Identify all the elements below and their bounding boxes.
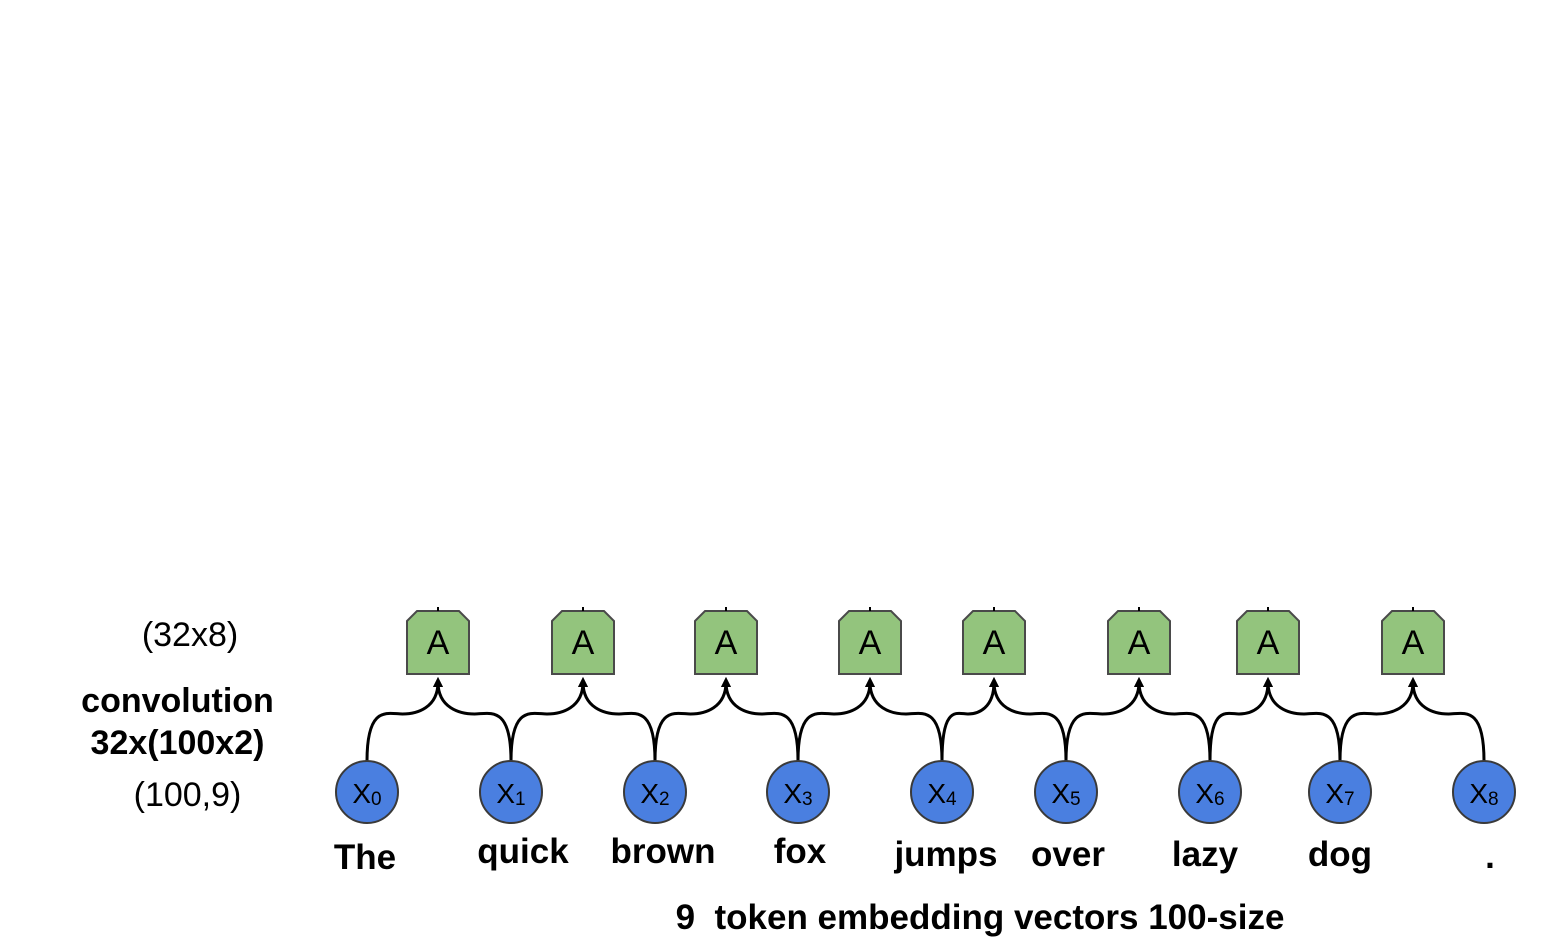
filter-node-5: A — [1107, 607, 1171, 675]
edge-x2-to-filter-2 — [653, 677, 731, 762]
edge-x4-to-filter-4 — [940, 677, 999, 762]
filter-box — [962, 610, 1026, 675]
edge-x7-to-filter-6 — [1263, 677, 1342, 762]
input-node-x1: X1 — [479, 760, 543, 824]
connection-edges — [365, 677, 1486, 762]
edge-x3-to-filter-3 — [796, 677, 875, 762]
edge-x0-to-filter-0 — [365, 677, 443, 762]
token-word-4: jumps — [893, 835, 997, 874]
input-node-circle — [1308, 760, 1372, 824]
input-node-x0: X0 — [335, 760, 399, 824]
token-word-2: brown — [611, 832, 716, 871]
filter-label: A — [983, 624, 1006, 662]
filter-label: A — [859, 624, 882, 662]
edge-x5-to-filter-4 — [989, 677, 1068, 762]
convolution-label: convolution 32x(100x2) — [60, 680, 295, 764]
token-word-0: The — [334, 838, 396, 877]
filter-node-4: A — [962, 607, 1026, 675]
edge-x1-to-filter-0 — [433, 677, 513, 762]
input-node-label: X1 — [496, 778, 525, 810]
filter-node-3: A — [838, 607, 902, 675]
filter-label: A — [1128, 624, 1151, 662]
input-node-label: X4 — [927, 778, 957, 810]
filter-node-7: A — [1381, 607, 1445, 675]
input-node-label: X5 — [1051, 778, 1080, 810]
token-word-7: dog — [1308, 835, 1372, 874]
token-word-8: . — [1485, 837, 1495, 876]
convolution-kernel-size: 32x(100x2) — [90, 724, 265, 762]
filter-box — [551, 610, 615, 675]
edge-x8-to-filter-7 — [1408, 677, 1486, 762]
edge-x3-to-filter-2 — [721, 677, 800, 762]
input-node-circle — [910, 760, 974, 824]
edge-x6-to-filter-5 — [1134, 677, 1212, 762]
input-node-circle — [1178, 760, 1242, 824]
filter-node-0: A — [406, 607, 470, 675]
token-word-5: over — [1031, 835, 1105, 874]
filter-label: A — [572, 624, 595, 662]
output-shape-label: (32x8) — [141, 616, 239, 654]
filter-box — [1107, 610, 1171, 675]
input-node-label: X2 — [640, 778, 669, 810]
edge-x6-to-filter-6 — [1208, 677, 1273, 762]
input-node-x8: X8 — [1452, 760, 1516, 824]
filter-label: A — [715, 624, 738, 662]
filter-box — [406, 610, 470, 675]
input-node-label: X7 — [1325, 778, 1354, 810]
input-node-x3: X3 — [766, 760, 830, 824]
input-node-x7: X7 — [1308, 760, 1372, 824]
token-word-6: lazy — [1172, 835, 1239, 874]
filter-box — [1381, 610, 1445, 675]
input-node-x2: X2 — [623, 760, 687, 824]
edge-x4-to-filter-3 — [865, 677, 944, 762]
input-node-x6: X6 — [1178, 760, 1242, 824]
filter-label: A — [1402, 624, 1425, 662]
filter-box — [1236, 610, 1300, 675]
convolution-title: convolution — [81, 682, 274, 720]
input-node-circle — [766, 760, 830, 824]
edge-x1-to-filter-1 — [509, 677, 588, 762]
filter-label: A — [1257, 624, 1280, 662]
edge-x7-to-filter-7 — [1338, 677, 1418, 762]
input-shape-label: (100,9) — [133, 776, 242, 814]
input-node-circle — [335, 760, 399, 824]
filter-label: A — [427, 624, 450, 662]
input-node-circle — [1452, 760, 1516, 824]
token-word-1: quick — [477, 832, 569, 871]
token-word-row: The quick brown fox jumps over lazy dog. — [334, 832, 1495, 877]
input-node-x4: X4 — [910, 760, 974, 824]
filter-node-6: A — [1236, 607, 1300, 675]
diagram-caption: 9 token embedding vectors 100-size — [675, 898, 1285, 937]
input-node-label: X8 — [1469, 778, 1498, 810]
input-node-circle — [1034, 760, 1098, 824]
input-node-label: X0 — [352, 778, 381, 810]
input-node-x5: X5 — [1034, 760, 1098, 824]
edge-x2-to-filter-1 — [578, 677, 657, 762]
input-node-circle — [479, 760, 543, 824]
input-node-label: X6 — [1195, 778, 1224, 810]
edge-x5-to-filter-5 — [1064, 677, 1144, 762]
input-node-label: X3 — [783, 778, 812, 810]
input-node-circle — [623, 760, 687, 824]
token-word-3: fox — [774, 832, 827, 871]
input-node-row: X0 X1 X2 X3 X4 X5 X6 X7 X8 — [335, 760, 1516, 824]
filter-box — [694, 610, 758, 675]
filter-box — [838, 610, 902, 675]
filter-node-2: A — [694, 607, 758, 675]
filter-node-1: A — [551, 607, 615, 675]
